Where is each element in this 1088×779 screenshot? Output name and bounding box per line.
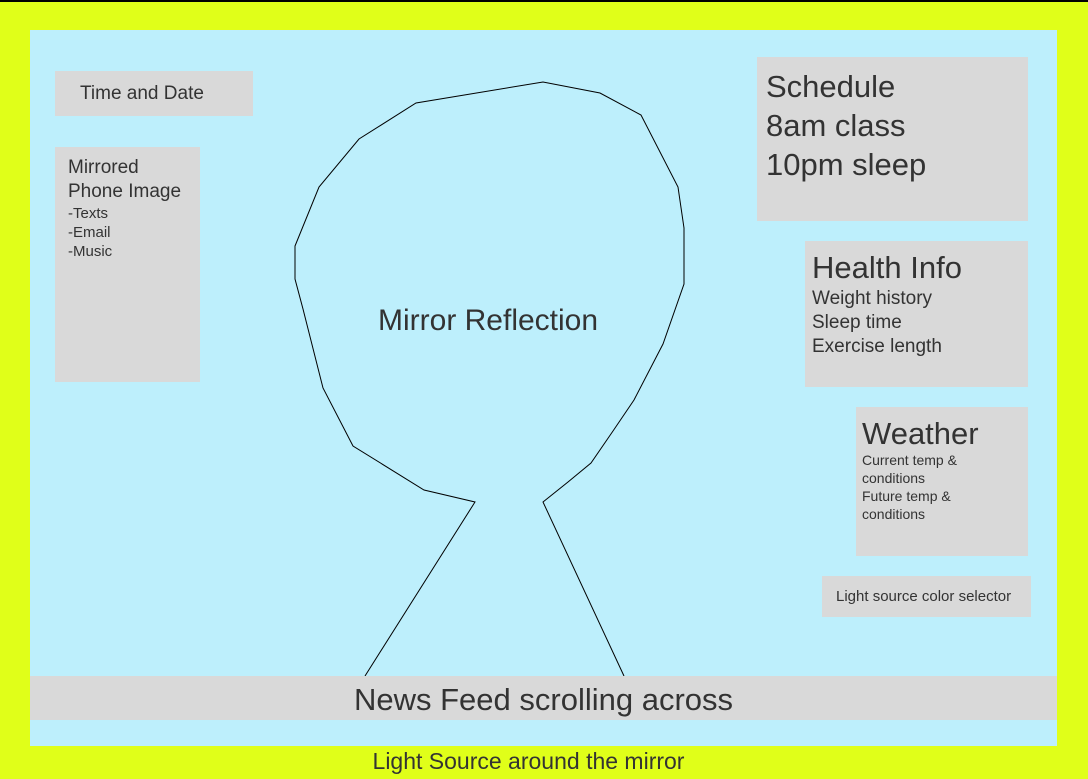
phone-image-widget: Mirrored Phone Image -Texts -Email -Musi…	[55, 147, 200, 382]
mirror-surface: Time and Date Mirrored Phone Image -Text…	[30, 30, 1057, 746]
news-feed-banner: News Feed scrolling across	[30, 676, 1057, 720]
health-item: Sleep time	[812, 312, 902, 333]
phone-title-line1: Mirrored	[68, 157, 139, 178]
light-color-selector-label: Light source color selector	[836, 588, 1012, 605]
schedule-title: Schedule	[766, 69, 896, 104]
phone-item-music: -Music	[68, 243, 113, 260]
news-feed-label: News Feed scrolling across	[353, 682, 734, 717]
health-title: Health Info	[812, 250, 962, 285]
light-source-label: Light Source around the mirror	[372, 748, 685, 774]
time-date-widget: Time and Date	[55, 71, 253, 116]
mirror-reflection-label: Mirror Reflection	[378, 304, 599, 337]
weather-title: Weather	[862, 416, 979, 451]
weather-item: conditions	[862, 470, 926, 486]
top-edge	[0, 0, 1088, 2]
person-silhouette	[294, 81, 685, 677]
light-color-selector-button[interactable]: Light source color selector	[822, 576, 1031, 617]
phone-item-email: -Email	[68, 224, 111, 241]
schedule-item: 10pm sleep	[766, 147, 927, 182]
weather-item: conditions	[862, 506, 926, 522]
health-item: Weight history	[812, 288, 933, 309]
phone-item-texts: -Texts	[68, 205, 109, 222]
time-date-label: Time and Date	[80, 83, 204, 104]
phone-title-line2: Phone Image	[68, 181, 182, 202]
weather-item: Future temp &	[862, 488, 951, 504]
weather-widget: Weather Current temp & conditions Future…	[856, 407, 1028, 556]
weather-item: Current temp &	[862, 452, 957, 468]
schedule-item: 8am class	[766, 108, 906, 143]
health-info-widget: Health Info Weight history Sleep time Ex…	[805, 241, 1028, 387]
schedule-widget: Schedule 8am class 10pm sleep	[757, 57, 1028, 221]
health-item: Exercise length	[812, 336, 942, 357]
